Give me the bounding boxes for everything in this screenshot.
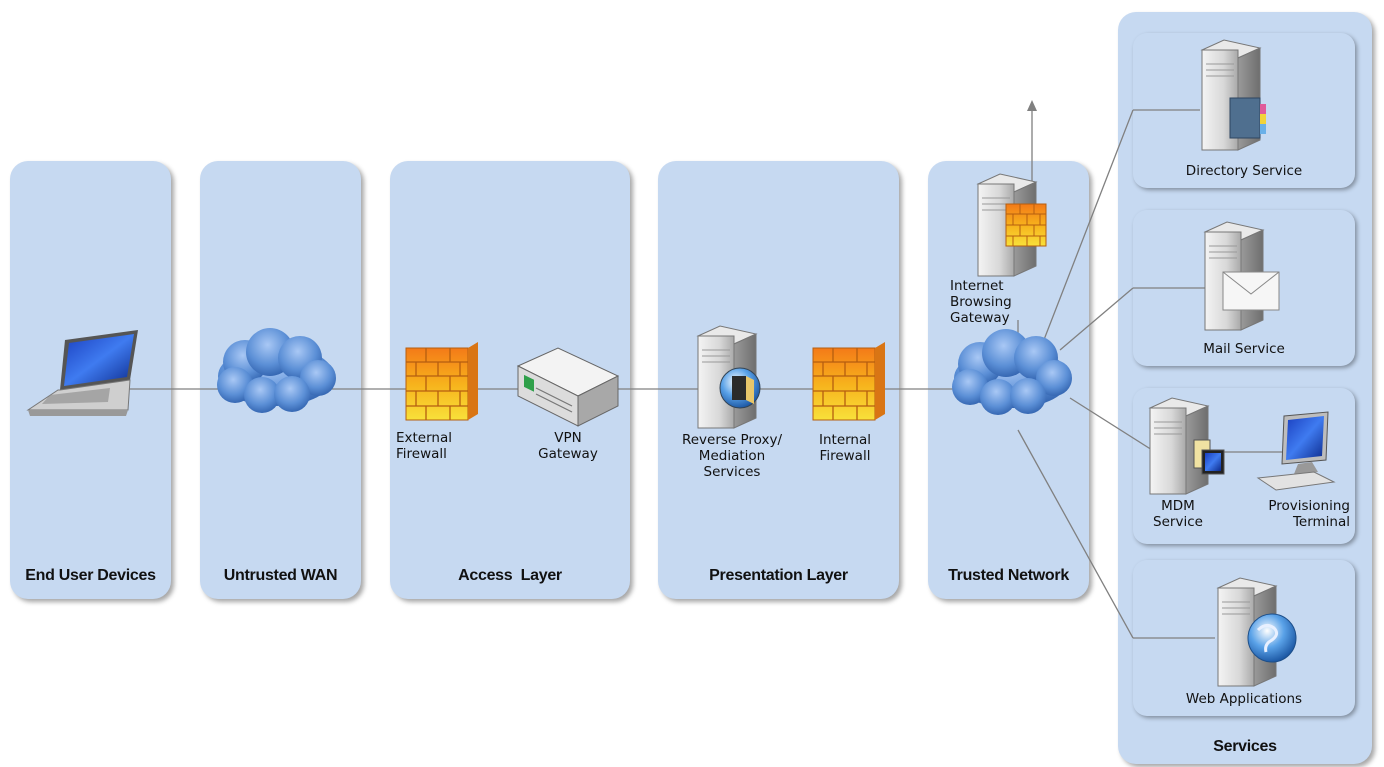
provisioning-terminal-label: Provisioning Terminal: [1268, 498, 1350, 530]
internal-firewall-label: Internal Firewall: [818, 432, 872, 464]
connection-lines: [120, 108, 1285, 639]
reverse-proxy-server-icon: [696, 325, 761, 429]
zone-title-untrusted-wan: Untrusted WAN: [223, 567, 338, 584]
zone-title-trusted-network: Trusted Network: [948, 567, 1069, 584]
vpn-gateway-icon: [516, 347, 620, 427]
mdm-server-icon: [1148, 397, 1225, 495]
external-firewall-icon: [405, 342, 478, 421]
directory-server-icon: [1200, 39, 1266, 151]
provisioning-terminal-icon: [1256, 411, 1336, 491]
link-trusted-directory: [1039, 109, 1134, 351]
external-firewall-label: External Firewall: [396, 430, 453, 462]
internet-gateway-server-icon: [976, 173, 1047, 277]
link-trusted-mail: [1059, 287, 1134, 351]
laptop-icon: [26, 330, 138, 416]
reverse-proxy-label: Reverse Proxy/ Mediation Services: [681, 432, 783, 480]
trusted-network-cloud-icon: [952, 329, 1072, 415]
zone-title-presentation-layer: Presentation Layer: [709, 567, 848, 584]
web-applications-label: Web Applications: [1185, 691, 1303, 707]
web-server-icon: [1216, 577, 1297, 687]
mail-server-icon: [1203, 221, 1280, 331]
zone-title-end-user-devices: End User Devices: [25, 567, 156, 584]
link-trusted-web: [1017, 429, 1134, 639]
untrusted-wan-cloud-icon: [217, 328, 336, 413]
zone-title-services: Services: [1213, 738, 1277, 755]
mdm-service-label: MDM Service: [1153, 498, 1203, 530]
link-trusted-mdm: [1069, 397, 1161, 456]
mail-service-label: Mail Service: [1203, 341, 1285, 357]
internet-gateway-label: Internet Browsing Gateway: [950, 278, 1012, 326]
directory-service-label: Directory Service: [1185, 163, 1303, 179]
internal-firewall-icon: [812, 342, 885, 421]
vpn-gateway-label: VPN Gateway: [538, 430, 598, 462]
zone-title-access-layer: Access Layer: [458, 567, 562, 584]
internet-arrow-head: [1027, 100, 1037, 111]
